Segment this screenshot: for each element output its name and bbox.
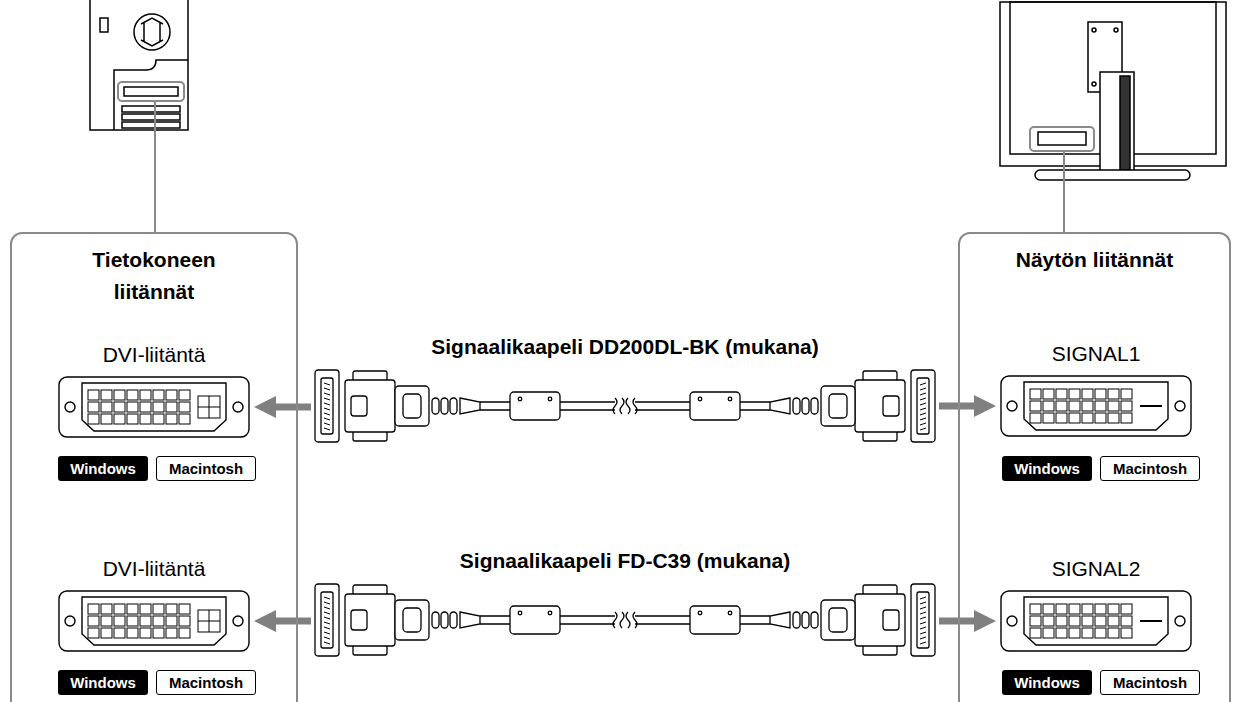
os-label: Macintosh <box>169 460 243 478</box>
cable-label: Signaalikaapeli DD200DL-BK (mukana) <box>431 334 818 360</box>
dvi-connector-symbol <box>58 376 250 438</box>
dvi-port: DVI-liitäntä <box>58 590 250 652</box>
dvi-connector-symbol <box>1000 375 1192 437</box>
os-badge: Macintosh <box>1100 456 1200 481</box>
dvi-port: SIGNAL2 <box>1000 590 1192 652</box>
os-label: Macintosh <box>1113 460 1187 478</box>
os-badge: Macintosh <box>156 670 256 695</box>
dvi-port: DVI-liitäntä <box>58 376 250 438</box>
os-label: Windows <box>1014 460 1080 478</box>
signal-cable: Signaalikaapeli DD200DL-BK (mukana) <box>315 370 935 442</box>
leader-line <box>154 101 156 232</box>
signal-arrow <box>939 618 984 625</box>
os-badge: Macintosh <box>1100 670 1200 695</box>
signal-arrow <box>266 404 311 411</box>
os-badge: Windows <box>1002 670 1092 695</box>
os-badge: Windows <box>58 456 148 481</box>
port-label: SIGNAL1 <box>1052 341 1141 367</box>
os-label: Windows <box>70 674 136 692</box>
computer-tower <box>90 0 188 130</box>
port-label: SIGNAL2 <box>1052 556 1141 582</box>
cable-drawing <box>315 584 935 656</box>
cable-label: Signaalikaapeli FD-C39 (mukana) <box>460 548 790 574</box>
port-label: DVI-liitäntä <box>103 556 206 582</box>
signal-arrow <box>939 403 984 410</box>
panel-heading: Näytön liitännät <box>965 244 1225 276</box>
panel-heading: Tietokoneen liitännät <box>79 244 229 308</box>
os-badge: Macintosh <box>156 456 256 481</box>
signal-arrow <box>266 618 311 625</box>
os-label: Windows <box>1014 674 1080 692</box>
os-label: Macintosh <box>1113 674 1187 692</box>
dvi-port: SIGNAL1 <box>1000 375 1192 437</box>
os-badge: Windows <box>1002 456 1092 481</box>
os-label: Windows <box>70 460 136 478</box>
port-label: DVI-liitäntä <box>103 342 206 368</box>
leader-line <box>1063 151 1065 232</box>
signal-cable: Signaalikaapeli FD-C39 (mukana) <box>315 584 935 656</box>
os-label: Macintosh <box>169 674 243 692</box>
dvi-connector-symbol <box>58 590 250 652</box>
cable-drawing <box>315 370 935 442</box>
dvi-connector-symbol <box>1000 590 1192 652</box>
monitor-back <box>1000 2 1226 180</box>
connector-panel: DVI-liitäntäWindowsMacintoshDVI-liitäntä… <box>10 232 298 702</box>
connector-panel: SIGNAL1WindowsMacintoshSIGNAL2WindowsMac… <box>958 232 1231 702</box>
os-badge: Windows <box>58 670 148 695</box>
